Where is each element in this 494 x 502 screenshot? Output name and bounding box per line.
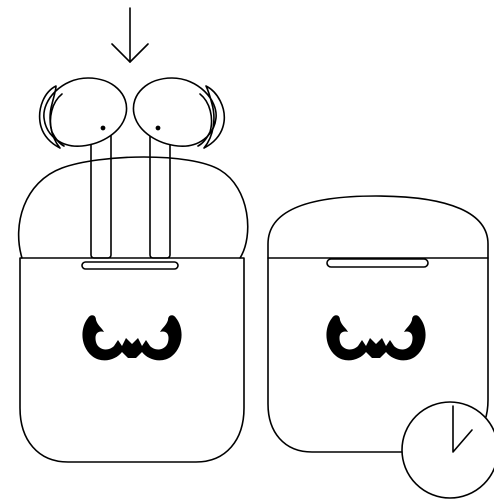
case-lid	[19, 157, 248, 258]
earbud-stem	[150, 132, 170, 258]
case-slot	[82, 262, 178, 269]
crab-claw-logo	[326, 315, 425, 360]
open-charging-case	[19, 157, 248, 462]
earbud-sensor	[156, 126, 159, 129]
earbud-sensor	[101, 126, 104, 129]
crab-claw-logo	[82, 315, 181, 360]
earbud-stem	[91, 132, 111, 258]
earbud-left	[40, 78, 127, 258]
earbud-right	[133, 78, 224, 258]
earbud-head	[133, 78, 216, 146]
case-body	[20, 258, 244, 462]
case-slot	[327, 259, 428, 267]
down-arrow-icon	[112, 8, 148, 62]
clock-icon	[402, 402, 494, 498]
